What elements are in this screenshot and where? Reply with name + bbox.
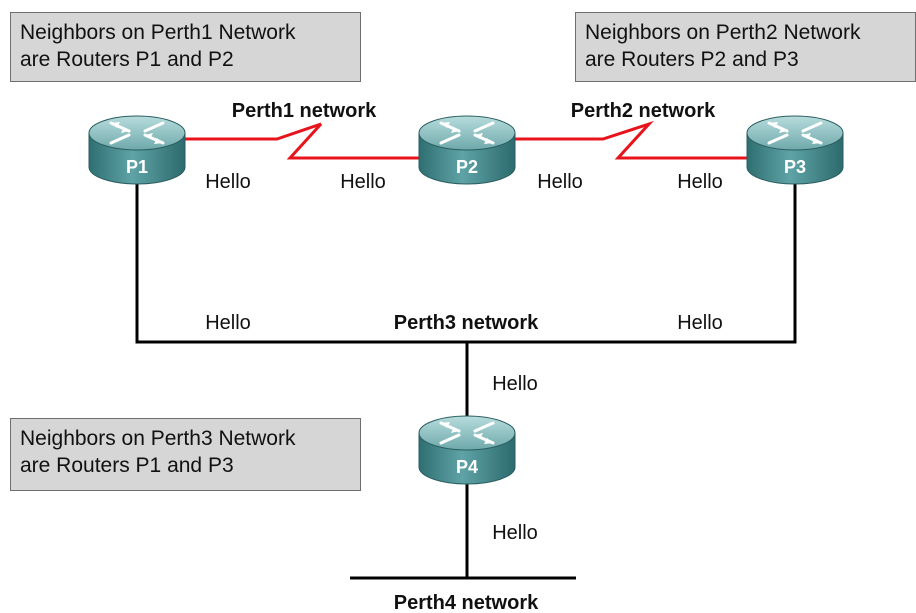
hello-label: Hello [340,171,386,193]
neighbors-note-perth3: Neighbors on Perth3 Network are Routers … [10,418,361,491]
perth3-segment [135,160,797,425]
network-label-perth4: Perth4 network [394,592,539,613]
hello-label: Hello [677,171,723,193]
note-line: Neighbors on Perth1 Network [20,21,296,44]
network-label-perth1: Perth1 network [232,100,377,122]
hello-label: Hello [492,373,538,395]
router-p1[interactable]: P1 [87,114,187,186]
network-label-perth3: Perth3 network [394,312,539,334]
note-line: Neighbors on Perth2 Network [585,21,861,44]
router-label: P1 [126,157,148,177]
router-p2[interactable]: P2 [417,114,517,186]
perth2-serial-link [512,120,748,160]
hello-label: Hello [205,171,251,193]
hello-label: Hello [205,312,251,334]
neighbors-note-perth1: Neighbors on Perth1 Network are Routers … [10,12,361,82]
note-line: are Routers P2 and P3 [585,48,799,71]
network-label-perth2: Perth2 network [571,100,716,122]
hello-label: Hello [677,312,723,334]
perth1-serial-link [182,122,420,160]
note-line: are Routers P1 and P2 [20,48,234,71]
hello-label: Hello [537,171,583,193]
note-line: are Routers P1 and P3 [20,454,234,477]
router-label: P2 [456,157,478,177]
note-line: Neighbors on Perth3 Network [20,427,296,450]
hello-label: Hello [492,522,538,544]
router-p4[interactable]: P4 [417,414,517,486]
router-p3[interactable]: P3 [745,114,845,186]
router-label: P3 [784,157,806,177]
perth4-segment [350,470,576,580]
router-label: P4 [456,457,478,477]
